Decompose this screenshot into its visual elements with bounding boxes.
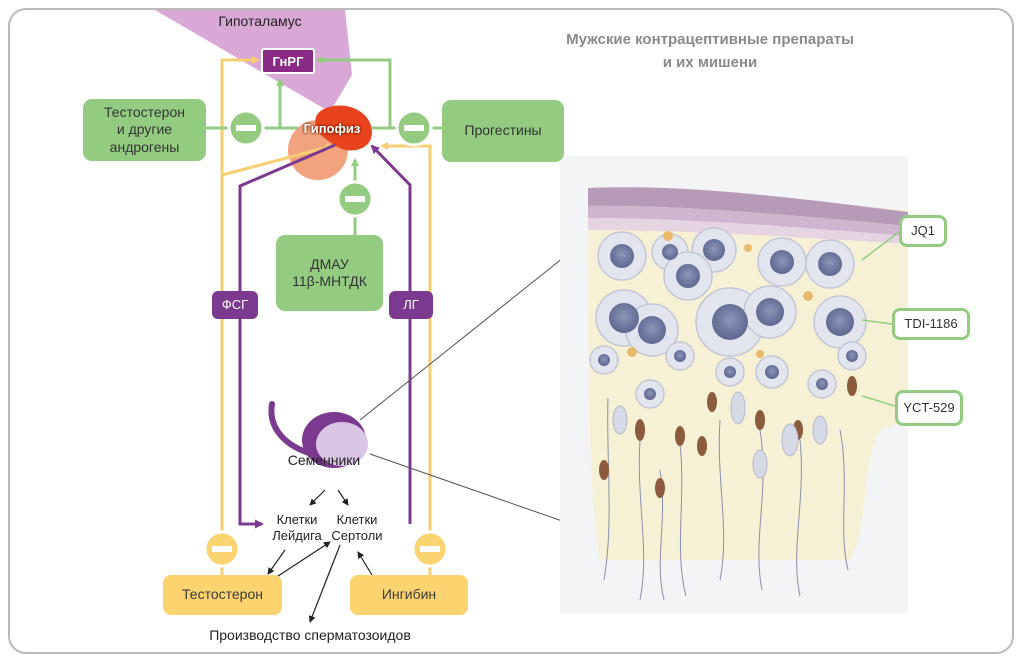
androgens-line-1: Тестостерон — [104, 103, 185, 120]
dmau-line-2: 11β-МНТДК — [292, 273, 367, 289]
testes-label: Семенники — [287, 452, 361, 468]
androgens-box: Тестостерон и другие андрогены — [83, 99, 206, 161]
dmau-line-1: ДМАУ — [310, 255, 349, 272]
target-jq1: JQ1 — [899, 215, 947, 247]
dmau-box: ДМАУ 11β-МНТДК — [276, 235, 383, 311]
fsh-tag: ФСГ — [212, 291, 258, 319]
testosterone-feedback-line — [220, 56, 260, 575]
pituitary-label: Гипофиз — [303, 121, 361, 136]
lh-tag: ЛГ — [389, 291, 433, 319]
title-line-2: и их мишени — [662, 54, 758, 72]
sertoli-to-sperm-arrow — [308, 544, 341, 623]
target-tdi-1186: TDI-1186 — [892, 308, 970, 340]
jq1-connector — [861, 231, 900, 261]
target-yct-529: YCT-529 — [895, 390, 963, 426]
androgens-line-2: и другие — [116, 121, 173, 138]
sperm-production-label: Производство сперматозоидов — [209, 627, 411, 643]
testes-to-sertoli-arrow — [337, 489, 349, 506]
seminiferous-tubule-illustration — [560, 156, 908, 614]
progestins-box: Прогестины — [442, 100, 564, 162]
leydig-to-testosterone-arrow — [267, 549, 286, 575]
leydig-cells-label: Клетки Лейдига — [264, 512, 330, 543]
testes-to-leydig-arrow — [309, 489, 326, 506]
yct-529-connector — [861, 395, 896, 407]
inhibin-from-sertoli-arrow — [357, 551, 373, 576]
sertoli-line-2: Сертоли — [331, 527, 383, 543]
testosterone-to-pituitary-line — [221, 143, 334, 177]
leydig-line-2: Лейдига — [272, 527, 322, 543]
testosterone-box: Тестостерон — [163, 575, 282, 615]
hypothalamus-label: Гипоталамус — [218, 13, 302, 29]
inhibin-feedback-line — [380, 142, 432, 575]
figure-title: Мужские контрацептивные препараты и их м… — [520, 28, 900, 75]
inhibin-box: Ингибин — [350, 575, 468, 615]
leydig-line-1: Клетки — [276, 512, 318, 527]
lh-line — [370, 144, 412, 524]
progestins-to-gnrh-line — [316, 56, 392, 128]
testosterone-to-sertoli-arrow — [271, 541, 331, 581]
zoom-line-top — [359, 237, 589, 421]
tdi-1186-connector — [861, 319, 893, 325]
title-line-1: Мужские контрацептивные препараты — [566, 31, 854, 48]
inhibition-circles — [203, 109, 449, 568]
sertoli-line-1: Клетки — [336, 512, 378, 527]
androgens-line-3: андрогены — [109, 138, 180, 155]
testis-shape — [268, 401, 368, 468]
pituitary-posterior — [315, 105, 372, 151]
sertoli-cells-label: Клетки Сертоли — [324, 512, 390, 543]
gnrh-box: ГнРГ — [261, 48, 315, 74]
fsh-line — [238, 143, 336, 529]
zoom-line-bottom — [369, 453, 589, 531]
